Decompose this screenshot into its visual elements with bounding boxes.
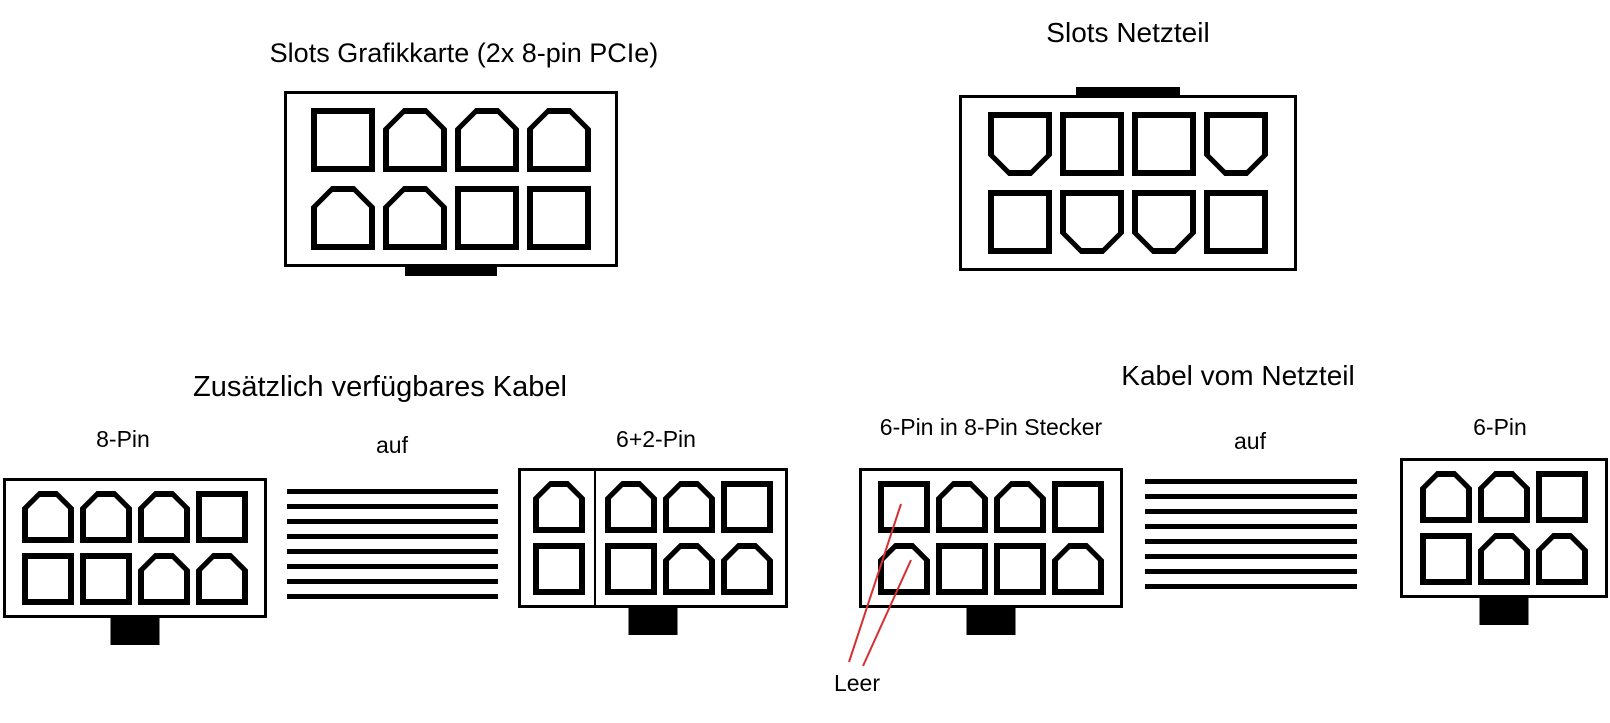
label-6in8pin: 6-Pin in 8-Pin Stecker xyxy=(879,414,1103,440)
pin-chamfered xyxy=(663,481,715,533)
label-auf-right: auf xyxy=(1234,428,1266,454)
pin-square xyxy=(605,543,657,595)
pin-chamfered xyxy=(1060,190,1124,254)
pin-row xyxy=(1403,533,1605,585)
pin-square xyxy=(1132,112,1196,176)
pin-chamfered xyxy=(988,112,1052,176)
pin-chamfered xyxy=(721,543,773,595)
connector-cable-6in8 xyxy=(859,468,1123,635)
extra-cable-title: Zusätzlich verfügbares Kabel xyxy=(193,371,567,403)
pin-row xyxy=(6,491,264,543)
connector-latch-tab xyxy=(110,615,160,645)
label-auf-left: auf xyxy=(376,432,408,458)
pin-square xyxy=(311,108,375,172)
pin-chamfered xyxy=(22,491,74,543)
leer-annotation-arrows xyxy=(848,503,912,667)
gpu-slots-title: Slots Grafikkarte (2x 8-pin PCIe) xyxy=(269,38,659,68)
pin-chamfered xyxy=(1132,190,1196,254)
pin-row xyxy=(287,108,615,172)
pin-chamfered xyxy=(383,108,447,172)
pin-chamfered xyxy=(533,481,585,533)
connector-cable-8pin xyxy=(3,478,267,645)
pin-grid xyxy=(862,471,1120,605)
cable-wires-right xyxy=(1145,479,1357,589)
pin-chamfered xyxy=(527,108,591,172)
pin-square xyxy=(196,491,248,543)
six-plus-two-divider xyxy=(594,471,596,605)
pin-row xyxy=(521,481,785,533)
label-6plus2pin: 6+2-Pin xyxy=(616,426,696,452)
pin-row xyxy=(521,543,785,595)
pin-row xyxy=(287,186,615,250)
pin-chamfered xyxy=(1204,112,1268,176)
leer-pointer-line-bottom xyxy=(862,559,912,667)
pin-chamfered xyxy=(455,108,519,172)
connector-latch-tab xyxy=(628,605,678,635)
pin-square xyxy=(455,186,519,250)
connector-latch-tab xyxy=(966,605,1016,635)
pin-square xyxy=(1420,533,1472,585)
psu-slots-title: Slots Netzteil xyxy=(1046,17,1210,48)
pin-chamfered xyxy=(878,543,930,595)
cable-wires-left xyxy=(287,489,498,599)
pin-square xyxy=(1536,471,1588,523)
label-8pin: 8-Pin xyxy=(96,426,150,452)
pin-chamfered xyxy=(1536,533,1588,585)
pin-chamfered xyxy=(1052,543,1104,595)
pin-row xyxy=(862,481,1120,533)
pin-square xyxy=(878,481,930,533)
pin-square xyxy=(533,543,585,595)
pin-row xyxy=(1403,471,1605,523)
connector-latch-tab xyxy=(1479,595,1529,625)
connector-cable-6pin xyxy=(1400,458,1608,625)
pin-chamfered xyxy=(1478,471,1530,523)
pin-square xyxy=(936,543,988,595)
pin-chamfered xyxy=(663,543,715,595)
label-leer: Leer xyxy=(833,670,881,696)
connector-latch-tab xyxy=(405,264,497,276)
connector-latch-tab xyxy=(1076,87,1180,98)
connector-psu-slots xyxy=(959,87,1297,271)
pin-square xyxy=(994,543,1046,595)
pin-square xyxy=(1060,112,1124,176)
label-6pin: 6-Pin xyxy=(1473,414,1527,440)
pin-square xyxy=(527,186,591,250)
pin-chamfered xyxy=(994,481,1046,533)
connector-gpu-slots xyxy=(284,91,618,276)
pin-grid xyxy=(1403,461,1605,595)
pin-square xyxy=(80,553,132,605)
pin-square xyxy=(988,190,1052,254)
pin-row xyxy=(6,553,264,605)
pin-row xyxy=(962,190,1294,254)
pin-chamfered xyxy=(196,553,248,605)
pin-square xyxy=(1052,481,1104,533)
pin-chamfered xyxy=(1420,471,1472,523)
pin-grid xyxy=(287,94,615,264)
pin-chamfered xyxy=(311,186,375,250)
pin-grid xyxy=(6,481,264,615)
pin-square xyxy=(721,481,773,533)
pin-row xyxy=(962,112,1294,176)
psu-cable-title: Kabel vom Netzteil xyxy=(1121,360,1355,391)
pin-grid xyxy=(962,98,1294,268)
connector-cable-6plus2 xyxy=(518,468,788,635)
pin-chamfered xyxy=(383,186,447,250)
pin-square xyxy=(1204,190,1268,254)
pin-grid xyxy=(521,471,785,605)
pin-chamfered xyxy=(138,491,190,543)
pin-row xyxy=(862,543,1120,595)
leer-pointer-line-top xyxy=(848,503,902,663)
pin-chamfered xyxy=(138,553,190,605)
pin-chamfered xyxy=(936,481,988,533)
pin-chamfered xyxy=(605,481,657,533)
pin-chamfered xyxy=(80,491,132,543)
pin-square xyxy=(22,553,74,605)
pin-chamfered xyxy=(1478,533,1530,585)
